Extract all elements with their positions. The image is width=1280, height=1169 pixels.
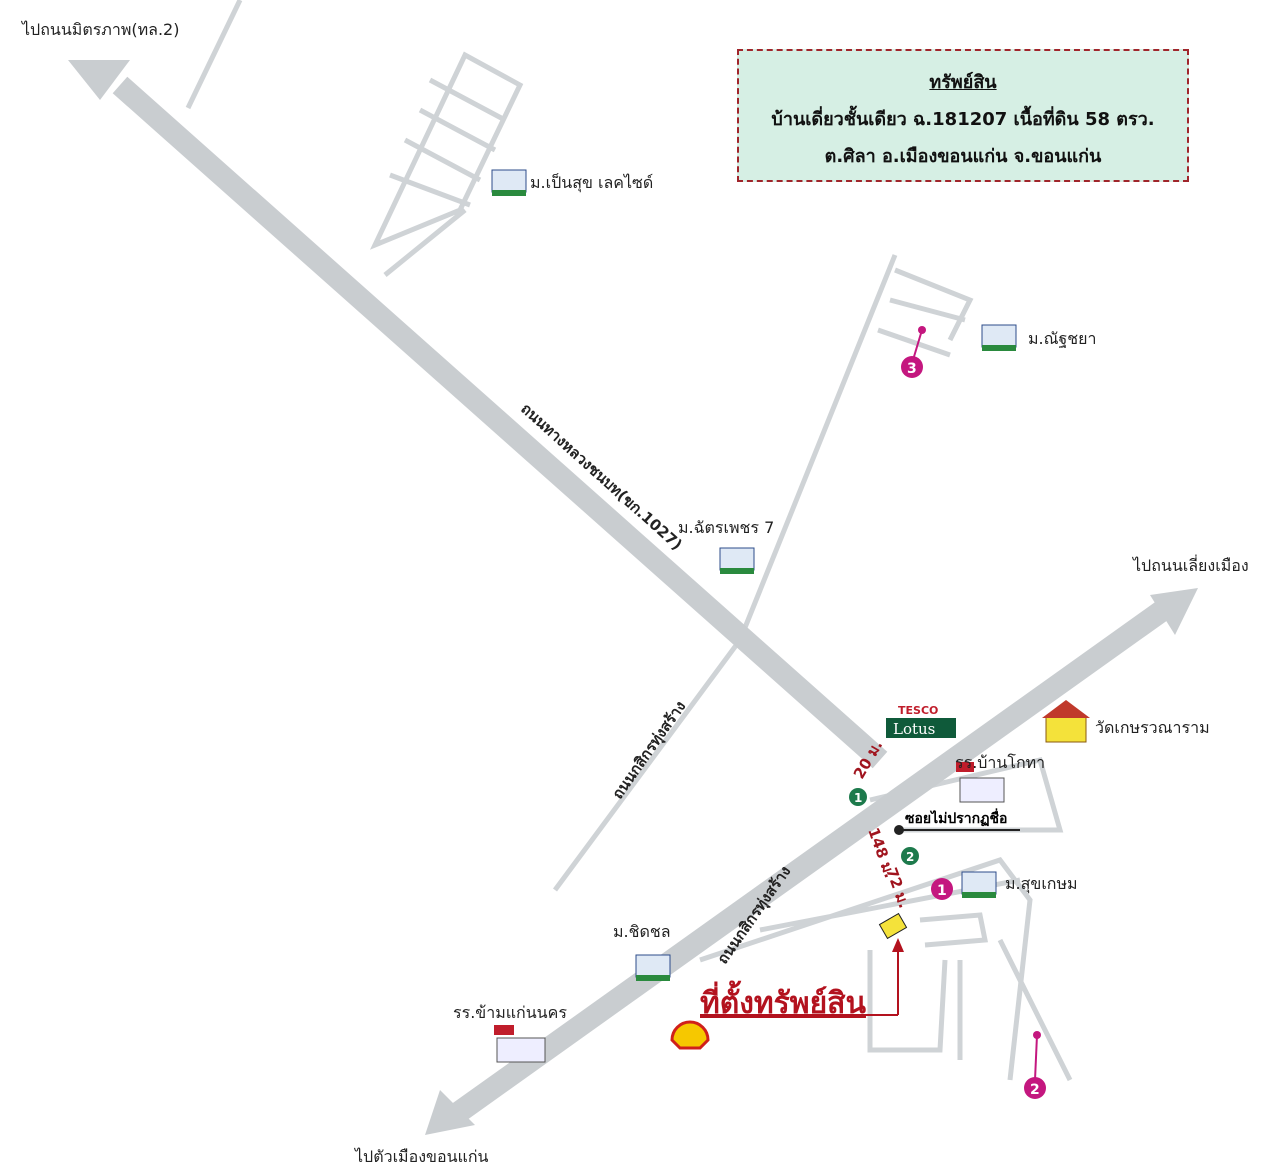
- soi-dot: [894, 825, 904, 835]
- highway-label: ถนนทางหลวงชนบท(ขก.1027): [517, 400, 685, 554]
- direction-southwest: ไปตัวเมืองขอนแก่น: [353, 1147, 489, 1166]
- village-icons: [491, 169, 1017, 981]
- property-info-box: ทรัพย์สิน บ้านเดี่ยวชั้นเดียว ฉ.181207 เ…: [737, 49, 1189, 182]
- pink-marker-2: 2: [1024, 1031, 1046, 1099]
- property-marker: [700, 912, 908, 1016]
- landmark-wat: วัดเกษรวณาราม: [1095, 718, 1210, 737]
- direction-northwest: ไปถนนมิตรภาพ(ทล.2): [20, 20, 179, 39]
- school-icon: [956, 762, 1005, 803]
- info-title: ทรัพย์สิน: [929, 72, 997, 93]
- house-icon: [961, 871, 997, 898]
- arrow-southwest-icon: [425, 1090, 475, 1135]
- green-marker-1: 1: [849, 788, 867, 806]
- arrow-northeast-icon: [1150, 588, 1198, 635]
- school-icon: [494, 1025, 546, 1063]
- arrow-up-icon: [892, 938, 904, 952]
- house-icon: [491, 169, 527, 196]
- svg-text:1: 1: [937, 883, 947, 899]
- green-marker-2: 2: [901, 847, 919, 865]
- minor-roads: [185, 0, 1073, 1082]
- pink-marker-1: 1: [931, 878, 953, 900]
- pink-marker-3: 3: [901, 326, 926, 378]
- svg-text:1: 1: [854, 791, 862, 805]
- tesco-lotus-logo: TESCO Lotus: [886, 704, 956, 738]
- svg-text:2: 2: [906, 850, 914, 864]
- landmark-suksem: ม.สุขเกษม: [1005, 874, 1078, 894]
- landmark-school-kotha: รร.บ้านโกทา: [955, 753, 1045, 772]
- soi-label: ซอยไม่ปรากฏชื่อ: [905, 808, 1007, 827]
- direction-northeast: ไปถนนเลี่ยงเมือง: [1131, 554, 1249, 575]
- svg-text:2: 2: [1030, 1082, 1040, 1098]
- property-location-label: ที่ตั้งทรัพย์สิน: [700, 986, 866, 1021]
- svg-text:Lotus: Lotus: [893, 720, 935, 738]
- highway-road: [68, 60, 888, 769]
- temple-icon: [1042, 700, 1090, 743]
- kasikorn-upper-label: ถนนกสิกรทุ่งสร้าง: [609, 698, 691, 803]
- svg-text:3: 3: [907, 361, 917, 377]
- landmark-chatpetch: ม.ฉัตรเพชร 7: [678, 518, 774, 537]
- house-icon: [981, 324, 1017, 351]
- landmark-nanchaya: ม.ณัฐชยา: [1028, 329, 1097, 348]
- shell-logo: [670, 1020, 710, 1050]
- info-line-2: ต.ศิลา อ.เมืองขอนแก่น จ.ขอนแก่น: [824, 146, 1102, 167]
- landmark-school-kham: รร.ข้ามแก่นนคร: [453, 1003, 567, 1022]
- info-line-1: บ้านเดี่ยวชั้นเดียว ฉ.181207 เนื้อที่ดิน…: [771, 109, 1155, 130]
- landmark-chidchon: ม.ชิดชล: [613, 922, 671, 941]
- house-icon: [635, 954, 671, 981]
- house-icon: [719, 547, 755, 574]
- arrow-northwest-icon: [68, 60, 130, 100]
- svg-text:TESCO: TESCO: [898, 704, 938, 717]
- landmark-pensuk: ม.เป็นสุข เลคไซด์: [530, 172, 653, 193]
- kasikorn-road: [425, 588, 1198, 1135]
